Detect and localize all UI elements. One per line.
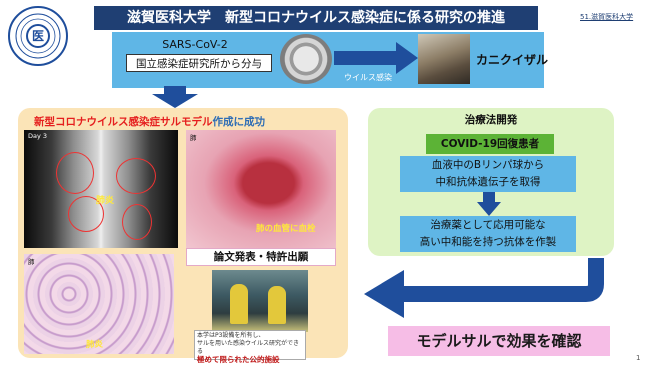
antibody-production-box: 治療薬として応用可能な 高い中和能を持つ抗体を作製 — [400, 216, 576, 252]
page-number: 1 — [636, 354, 641, 362]
efficacy-confirmation-box: モデルサルで効果を確認 — [388, 326, 610, 356]
histology-organ-label: 肺 — [190, 134, 197, 142]
chest-xray-image — [24, 130, 178, 248]
monkey-photo — [418, 34, 470, 84]
lesion-circle — [56, 152, 94, 194]
lab-worker-figure — [230, 284, 248, 324]
infection-label: ウイルス感染 — [344, 73, 392, 82]
caption-line: サルを用いた感染ウイルス研究ができる — [197, 340, 300, 355]
animal-label: カニクイザル — [476, 53, 549, 67]
publication-patent-box: 論文発表・特許出願 — [186, 248, 336, 266]
page-title: 滋賀医科大学 新型コロナウイルス感染症に係る研究の推進 — [94, 6, 538, 30]
antibody-gene-line: 中和抗体遺伝子を取得 — [435, 176, 541, 188]
model-title-red: 新型コロナウイルス感染症サルモデル — [34, 116, 213, 128]
curved-return-arrow-icon — [364, 258, 604, 318]
logo-ring-icon — [15, 13, 61, 59]
lung-thrombus-histology-image — [186, 130, 336, 248]
caption-line: 本学はP3設備を所有し、 — [197, 332, 265, 339]
down-arrow-icon — [152, 86, 198, 108]
university-logo: 医 — [8, 6, 68, 66]
antibody-gene-line: 血液中のBリンパ球から — [431, 159, 545, 171]
virus-source-box: 国立感染症研究所から分与 — [126, 54, 272, 72]
xray-day-label: Day 3 — [28, 132, 48, 140]
thrombus-label: 肺の血管に血栓 — [256, 224, 316, 234]
virus-micrograph-image — [280, 34, 332, 84]
facility-caption: 本学はP3設備を所有し、 サルを用いた感染ウイルス研究ができる 極めて限られた公… — [194, 330, 306, 364]
histology-organ-label: 肺 — [28, 258, 35, 266]
antibody-production-line: 高い中和能を持つ抗体を作製 — [419, 236, 557, 248]
lesion-circle — [116, 158, 156, 194]
antibody-production-line: 治療薬として応用可能な — [430, 219, 546, 231]
model-title: 新型コロナウイルス感染症サルモデル作成に成功 — [34, 114, 265, 129]
pneumonia-label: 肺炎 — [86, 340, 104, 350]
model-title-blue: 作成に成功 — [212, 116, 266, 128]
lesion-circle — [122, 204, 152, 240]
xray-pneumonia-label: 肺炎 — [96, 196, 115, 206]
logo-mark: 医 — [26, 24, 50, 48]
infection-arrow-icon — [334, 42, 418, 74]
lung-pneumonia-histology-image — [24, 254, 174, 354]
virus-name: SARS-CoV-2 — [162, 38, 228, 51]
treatment-title: 治療法開発 — [464, 114, 518, 126]
recovered-patient-box: COVID-19回復患者 — [426, 134, 554, 154]
caption-emphasis: 極めて限られた公的施設 — [197, 355, 280, 364]
lesion-circle — [68, 196, 104, 232]
lab-worker-figure — [268, 286, 286, 324]
antibody-gene-box: 血液中のBリンパ球から 中和抗体遺伝子を取得 — [400, 156, 576, 192]
down-arrow-icon — [477, 192, 501, 216]
p3-lab-photo — [212, 270, 308, 332]
page-tag: 51.滋賀医科大学 — [580, 13, 634, 21]
